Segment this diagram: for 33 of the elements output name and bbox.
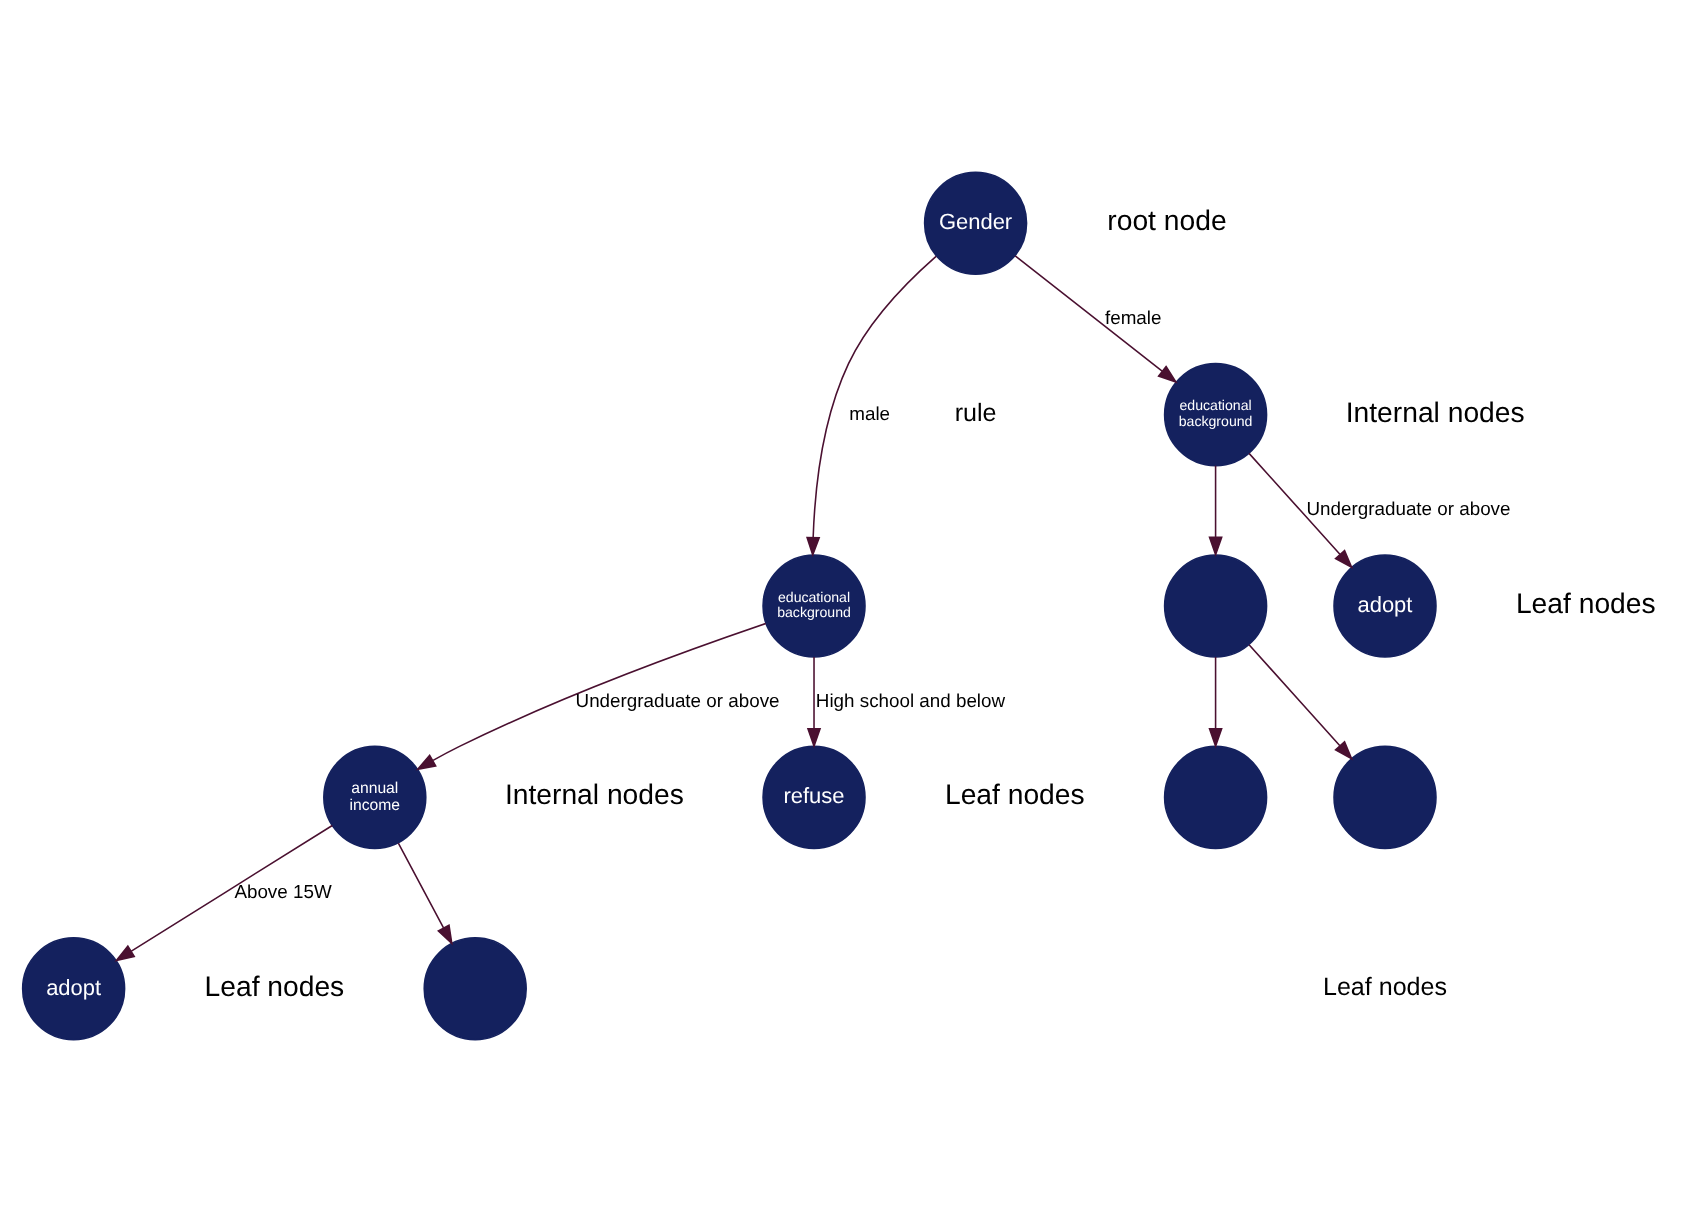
node-label: Leaf nodes bbox=[204, 969, 345, 1002]
edge-label: High school and below bbox=[815, 688, 1006, 711]
label: rule bbox=[954, 398, 997, 427]
arrow bbox=[415, 622, 767, 771]
node-circle: annual income bbox=[323, 745, 427, 850]
edge-label: Undergraduate or above bbox=[575, 688, 780, 711]
edge-label: male bbox=[849, 401, 891, 424]
node-circle: refuse bbox=[762, 745, 866, 850]
arrow bbox=[1248, 452, 1354, 570]
node-circle bbox=[423, 936, 527, 1041]
node-circle bbox=[1333, 745, 1437, 850]
node-circle: adopt bbox=[21, 936, 126, 1041]
node-circle: adopt bbox=[1333, 554, 1437, 658]
arrow bbox=[397, 842, 453, 946]
arrow bbox=[114, 824, 334, 962]
node-circle bbox=[1163, 745, 1268, 850]
node-label: Leaf nodes bbox=[1515, 586, 1656, 619]
node-label: Internal nodes bbox=[504, 778, 684, 811]
edge-label: female bbox=[1105, 305, 1162, 328]
arrow bbox=[1014, 255, 1178, 384]
node-label: root node bbox=[1107, 204, 1227, 237]
node-circle bbox=[1163, 554, 1268, 658]
arrow bbox=[1208, 656, 1223, 749]
arrow bbox=[806, 255, 937, 558]
node-label: Internal nodes bbox=[1345, 395, 1525, 428]
arrow bbox=[1248, 643, 1354, 761]
edge-label: Undergraduate or above bbox=[1306, 497, 1511, 520]
edge-label: Above 15W bbox=[234, 879, 332, 902]
node-label: Leaf nodes bbox=[944, 778, 1085, 811]
arrow bbox=[1208, 464, 1223, 558]
node-circle: Gender bbox=[923, 171, 1028, 276]
label: Leaf nodes bbox=[1322, 972, 1448, 1001]
arrow bbox=[806, 656, 822, 749]
